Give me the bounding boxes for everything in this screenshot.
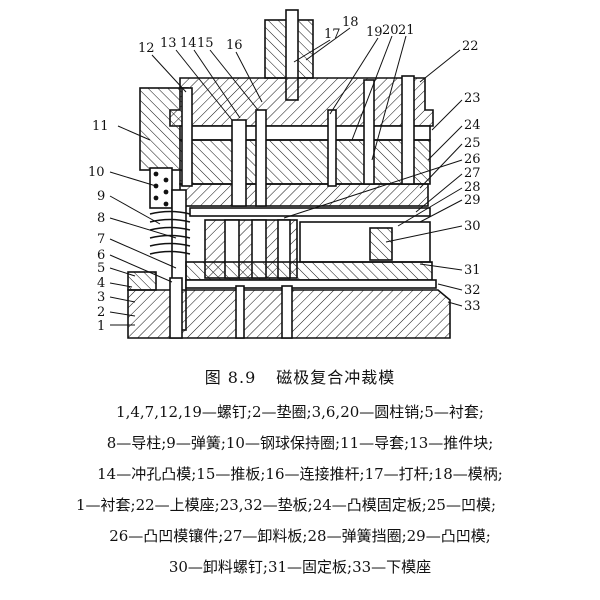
part-label-9: 9: [97, 189, 105, 204]
legend-line-1: 1,4,7,12,19—螺钉;2—垫圈;3,6,20—圆柱销;5—衬套;: [116, 403, 484, 421]
part-label-6: 6: [97, 248, 105, 263]
legend-line-3: 14—冲孔凸模;15—推板;16—连接推杆;17—打杆;18—模柄;: [97, 465, 503, 483]
part-label-31: 31: [464, 263, 481, 278]
ball-cage: [149, 167, 173, 209]
punch-fixing-plate: [179, 139, 431, 185]
legend-line-5: 26—凸凹模镶件;27—卸料板;28—弹簧挡圈;29—凸凹模;: [109, 527, 491, 545]
figure-number: 图 8.9: [204, 368, 257, 387]
part-label-2: 2: [97, 305, 105, 320]
part-label-19: 19: [366, 25, 383, 40]
part-label-3: 3: [97, 290, 105, 305]
backing-plate: [179, 125, 431, 141]
part-label-16: 16: [226, 38, 243, 53]
connecting-push-rod: [255, 109, 267, 207]
part-label-10: 10: [88, 165, 105, 180]
part-label-22: 22: [462, 39, 479, 54]
parts-legend: 1,4,7,12,19—螺钉;2—垫圈;3,6,20—圆柱销;5—衬套; 8—导…: [0, 397, 600, 583]
part-label-4: 4: [97, 276, 105, 291]
part-label-11: 11: [92, 119, 109, 134]
part-label-27: 27: [464, 166, 481, 181]
part-label-5: 5: [97, 261, 105, 276]
bushing: [127, 271, 157, 291]
part-label-8: 8: [97, 211, 105, 226]
part-label-30: 30: [464, 219, 481, 234]
part-label-21: 21: [398, 23, 415, 38]
part-label-12: 12: [138, 41, 155, 56]
upper-screw-mid: [363, 79, 375, 185]
part-label-17: 17: [324, 27, 341, 42]
part-labels: 1 2 3 4 5 6 7 8 9 10 11 12 13 14 15 16 1…: [88, 15, 481, 334]
figure-caption: 图 8.9 磁极复合冲裁模: [0, 364, 600, 388]
figure-title: 磁极复合冲裁模: [276, 368, 396, 387]
part-label-25: 25: [464, 136, 481, 151]
upper-screw-left: [181, 87, 193, 187]
part-label-14: 14: [180, 36, 197, 51]
cage-balls: [153, 171, 169, 207]
part-label-33: 33: [464, 299, 481, 314]
part-label-18: 18: [342, 15, 359, 30]
stripper-plate: [189, 207, 431, 217]
spring: [149, 210, 191, 255]
upper-die: [179, 183, 429, 207]
part-label-1: 1: [97, 319, 105, 334]
lower-screw-left: [169, 277, 183, 339]
stripper-screw: [369, 227, 393, 261]
legend-line-2: 8—导柱;9—弹簧;10—钢球保持圈;11—导套;13—推件块;: [106, 434, 494, 452]
piercing-punch: [231, 119, 247, 207]
lower-backing-plate: [185, 279, 437, 289]
part-label-32: 32: [464, 283, 481, 298]
part-label-13: 13: [160, 36, 177, 51]
part-label-20: 20: [382, 23, 399, 38]
legend-line-6: 30—卸料螺钉;31—固定板;33—下模座: [168, 558, 432, 576]
part-label-29: 29: [464, 193, 481, 208]
stripper-assembly: [299, 221, 431, 263]
upper-die-base: [169, 77, 434, 127]
fixed-plate: [185, 261, 433, 281]
part-label-23: 23: [464, 91, 481, 106]
part-label-26: 26: [464, 152, 481, 167]
lower-screw-right: [281, 285, 293, 339]
legend-line-4: 1—衬套;22—上模座;23,32—垫板;24—凸模固定板;25—凹模;: [75, 496, 497, 514]
part-label-24: 24: [464, 118, 481, 133]
leader-lines: [109, 27, 463, 326]
part-label-28: 28: [464, 180, 481, 195]
upper-screw-right: [401, 75, 415, 185]
lower-dowel: [235, 285, 245, 339]
upper-dowel: [327, 109, 337, 187]
part-label-7: 7: [97, 232, 105, 247]
die-assembly-drawing: 1 2 3 4 5 6 7 8 9 10 11 12 13 14 15 16 1…: [88, 9, 481, 339]
part-label-15: 15: [197, 36, 214, 51]
